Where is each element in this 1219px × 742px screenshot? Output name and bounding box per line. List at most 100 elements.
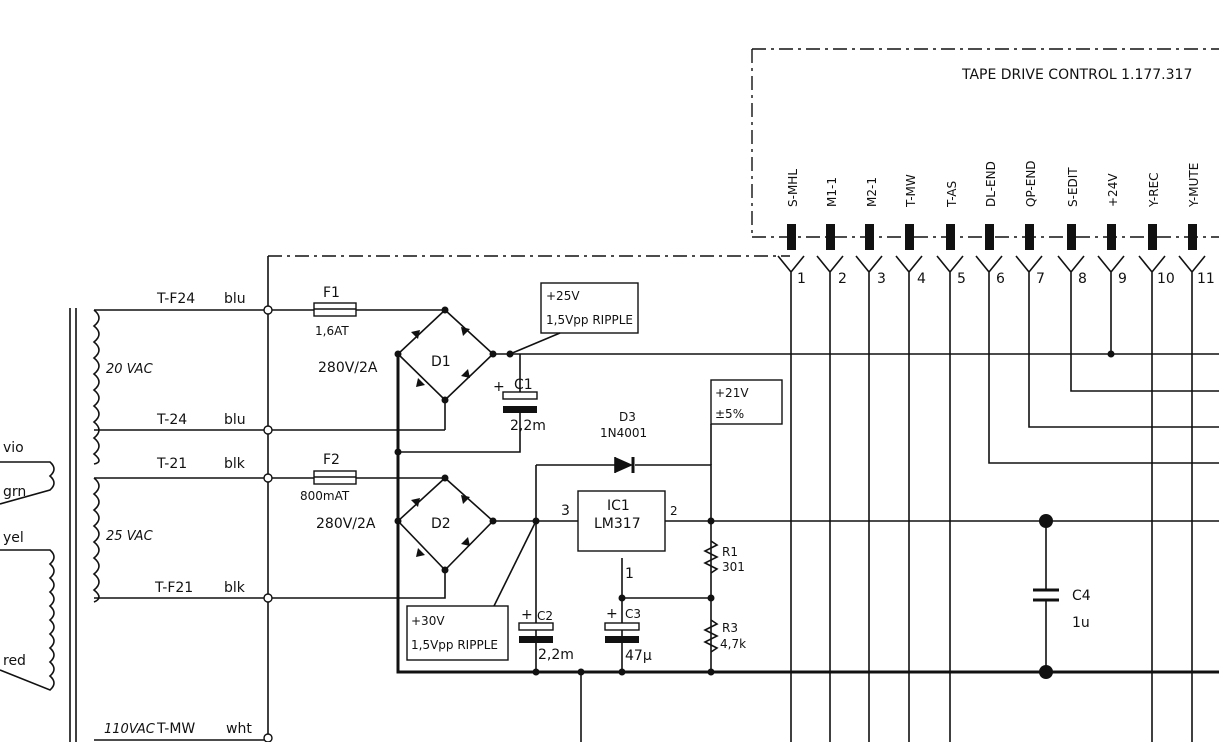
- component-value: 800mAT: [300, 489, 350, 503]
- component-value: 1u: [1072, 615, 1090, 631]
- wire-color-label: blu: [224, 412, 246, 428]
- pin-11: [1178, 224, 1206, 742]
- component-value: 47µ: [625, 648, 652, 664]
- pin-1: [777, 224, 805, 742]
- component-ref: D1: [431, 354, 451, 370]
- regulator-ic1: IC1 LM317 3 2 1: [561, 490, 678, 582]
- pin-number: 10: [1157, 271, 1175, 287]
- component-part: LM317: [594, 516, 641, 532]
- pin-number: 6: [996, 271, 1005, 287]
- pin-number: 4: [917, 271, 926, 287]
- component-ref: D2: [431, 516, 451, 532]
- pin-8: [1057, 224, 1219, 392]
- tape-drive-control-block: TAPE DRIVE CONTROL 1.177.317: [751, 48, 1219, 238]
- annotation-text: 1,5Vpp RIPPLE: [411, 638, 498, 652]
- tap-label: T-24: [156, 412, 187, 428]
- pin-number: 3: [877, 271, 886, 287]
- tap-label: T-F24: [156, 291, 195, 307]
- ic-pin-label: 1: [625, 566, 634, 582]
- wire-label-vio: vio: [3, 440, 24, 456]
- winding-voltage-label: 25 VAC: [106, 529, 154, 544]
- connector-signal-labels: S-MHL M1-1 M2-1 T-MW T-AS DL-END QP-END …: [786, 160, 1201, 208]
- component-ref: C1: [514, 377, 533, 393]
- wire-label-red: red: [3, 653, 26, 669]
- component-ref: C4: [1072, 588, 1091, 604]
- signal-label: QP-END: [1024, 160, 1038, 207]
- annotation-text: +30V: [411, 614, 445, 628]
- pin-number: 11: [1197, 271, 1215, 287]
- signal-label: Y-MUTE: [1187, 163, 1201, 208]
- signal-label: +24V: [1106, 173, 1120, 207]
- pin-numbers: 1 2 3 4 5 6 7 8 9 10 11: [797, 271, 1215, 287]
- component-rating: 280V/2A: [316, 516, 376, 532]
- component-ref: C3: [625, 607, 641, 621]
- capacitor-c1: + C1 2,2m: [493, 377, 546, 434]
- capacitor-c3: + C3 47µ: [604, 606, 652, 664]
- capacitor-c2: + C2 2,2m: [518, 607, 574, 663]
- annotation-30v: +30V 1,5Vpp RIPPLE: [406, 520, 537, 661]
- annotation-text: 1,5Vpp RIPPLE: [546, 313, 633, 327]
- pin-6: [975, 224, 1219, 464]
- pin-number: 1: [797, 271, 806, 287]
- polarity-mark: +: [606, 606, 618, 622]
- signal-label: M1-1: [825, 177, 839, 207]
- pin-number: 9: [1118, 271, 1127, 287]
- annotation-text: +21V: [715, 386, 749, 400]
- component-ref: C2: [537, 609, 553, 623]
- module-title: TAPE DRIVE CONTROL 1.177.317: [961, 67, 1192, 83]
- component-value: 2,2m: [510, 418, 546, 434]
- upper-supply-wiring: [272, 309, 1219, 453]
- polarity-mark: +: [521, 607, 533, 623]
- connector-pins: [777, 224, 1219, 742]
- tap-label: T-F21: [154, 580, 193, 596]
- transformer-secondary-20vac: [92, 309, 268, 465]
- component-ref: IC1: [607, 498, 630, 514]
- bridge-rectifier-d1: D1 280V/2A: [318, 306, 497, 430]
- signal-label: M2-1: [865, 177, 879, 207]
- winding-voltage-label: 20 VAC: [106, 362, 154, 377]
- component-part: 1N4001: [600, 426, 647, 440]
- diode-d3: D3 1N4001: [600, 410, 647, 473]
- component-ref: D3: [619, 410, 636, 424]
- pin-5: [936, 224, 964, 742]
- pin-number: 2: [838, 271, 847, 287]
- component-value: 2,2m: [538, 647, 574, 663]
- pin-10: [1138, 224, 1166, 742]
- wire-color-label: wht: [226, 721, 252, 737]
- pin-9: [1097, 224, 1125, 354]
- wire-label-yel: yel: [3, 530, 24, 546]
- component-ref: F2: [323, 452, 340, 468]
- pin-number: 7: [1036, 271, 1045, 287]
- resistor-r3: R3 4,7k: [703, 619, 746, 653]
- wire-color-label: blk: [224, 580, 246, 596]
- resistor-r1: R1 301: [703, 540, 745, 574]
- component-value: 1,6AT: [315, 324, 349, 338]
- capacitor-c4: C4 1u: [1033, 588, 1091, 631]
- annotation-text: +25V: [546, 289, 580, 303]
- signal-label: S-MHL: [786, 169, 800, 207]
- lower-supply-wiring: [272, 354, 1219, 742]
- wire-label-grn: grn: [3, 484, 26, 500]
- pin-7: [1015, 224, 1219, 428]
- signal-label: Y-REC: [1147, 172, 1161, 208]
- wire-color-label: blu: [224, 291, 246, 307]
- ic-pin-label: 3: [561, 503, 570, 519]
- ic-pin-label: 2: [670, 504, 678, 518]
- annotation-25v: +25V 1,5Vpp RIPPLE: [506, 282, 639, 358]
- component-ref: R3: [722, 621, 738, 635]
- pin-number: 5: [957, 271, 966, 287]
- component-ref: R1: [722, 545, 738, 559]
- polarity-mark: +: [493, 379, 505, 395]
- annotation-21v: +21V ±5%: [710, 379, 783, 465]
- terminals: [263, 305, 273, 742]
- fuse-f1: F1 1,6AT: [313, 285, 357, 338]
- transformer-secondary-25vac: [92, 477, 268, 603]
- pin-4: [895, 224, 923, 742]
- signal-label: T-MW: [904, 174, 918, 208]
- component-value: 301: [722, 560, 745, 574]
- pin-number: 8: [1078, 271, 1087, 287]
- signal-label: T-AS: [945, 181, 959, 208]
- fuse-f2: F2 800mAT: [300, 452, 357, 503]
- component-rating: 280V/2A: [318, 360, 378, 376]
